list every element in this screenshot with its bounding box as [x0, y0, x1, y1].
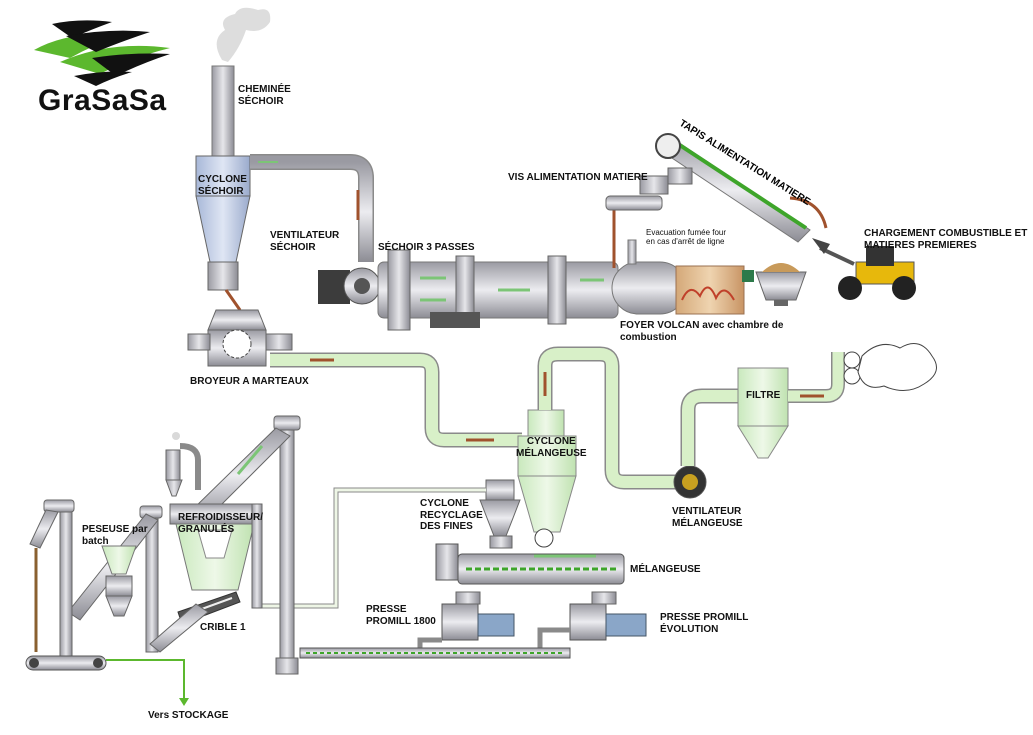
label-cyclone-melangeuse-line1: CYCLONE	[526, 436, 576, 447]
chimney-smoke	[216, 7, 271, 62]
material-feed-conveyor	[655, 133, 811, 243]
pellet-cooler	[165, 432, 263, 609]
logo-text: GraSaSa	[38, 84, 167, 117]
label-presse-1800-line1: PRESSE	[366, 604, 407, 615]
press-promill-evolution	[569, 591, 647, 641]
label-chargement: CHARGEMENT COMBUSTIBLE ET MATIERES PREMI…	[864, 228, 1027, 251]
press-promill-1800	[441, 591, 515, 641]
dryer-cyclone-cone	[195, 195, 251, 263]
label-peseuse-line2: batch	[82, 535, 109, 547]
to-storage-arrow	[106, 659, 185, 700]
label-ventilateur-melangeuse-line1: VENTILATEUR	[672, 506, 742, 517]
label-cyclone-sechoir-line2: SÉCHOIR	[198, 185, 244, 197]
mixer-fan	[673, 465, 707, 499]
grasasa-logo	[34, 20, 170, 86]
label-cyclone-recyclage-line2: RECYCLAGE	[420, 509, 483, 521]
material-feed-screw	[605, 175, 669, 211]
label-cyclone-sechoir: CYCLONE SÉCHOIR	[198, 174, 247, 197]
label-cheminee: CHEMINÉE SÉCHOIR	[238, 84, 291, 107]
label-presse-1800: PRESSE PROMILL 1800	[366, 604, 436, 627]
label-vis-alimentation: VIS ALIMENTATION MATIERE	[508, 172, 648, 183]
dryer-cyclone-outlet	[207, 261, 239, 291]
filter-exhaust-pipe	[788, 352, 845, 403]
exhaust-cloud	[843, 343, 937, 391]
label-presse-1800-line2: PROMILL 1800	[366, 615, 436, 627]
label-evacuation: Evacuation fumée four en cas d'arrêt de …	[646, 228, 726, 246]
mixer-cyclone	[517, 409, 577, 533]
label-crible: CRIBLE 1	[200, 622, 246, 633]
batch-weigher	[101, 545, 137, 617]
label-ventilateur-sechoir: VENTILATEUR SÉCHOIR	[270, 230, 339, 253]
wheel-loader	[812, 238, 916, 300]
label-refroidisseur: REFROIDISSEUR/ GRANULÉS	[178, 512, 263, 535]
label-cheminee-line1: CHEMINÉE	[238, 84, 291, 95]
label-cyclone-recyclage-line1: CYCLONE	[420, 498, 469, 509]
fines-recycling-cyclone	[479, 479, 521, 549]
label-cyclone-melangeuse: CYCLONE MÉLANGEUSE	[516, 436, 587, 459]
label-peseuse-line1: PESEUSE par	[82, 524, 148, 535]
filter	[737, 367, 789, 459]
label-peseuse: PESEUSE par batch	[82, 524, 148, 547]
material-hopper	[755, 263, 807, 306]
label-broyeur: BROYEUR A MARTEAUX	[190, 376, 309, 387]
label-ventilateur-sechoir-line1: VENTILATEUR	[270, 230, 340, 241]
dryer-chimney	[211, 65, 235, 157]
label-filtre: FILTRE	[746, 390, 781, 401]
label-stockage: Vers STOCKAGE	[148, 710, 229, 721]
cooler-elevator	[189, 415, 301, 675]
label-melangeuse: MÉLANGEUSE	[630, 564, 701, 575]
label-cyclone-recyclage: CYCLONE RECYCLAGE DES FINES	[420, 498, 483, 533]
label-ventilateur-sechoir-line2: SÉCHOIR	[270, 241, 316, 253]
dryer-cyclone-body	[195, 155, 251, 197]
label-ventilateur-melangeuse: VENTILATEUR MÉLANGEUSE	[672, 506, 743, 529]
label-chargement-line1: CHARGEMENT COMBUSTIBLE ET	[864, 228, 1028, 239]
loader-drop-arrow	[789, 196, 828, 229]
label-foyer-line2: combustion	[620, 331, 677, 343]
label-foyer: FOYER VOLCAN avec chambre de combustion	[620, 320, 783, 343]
label-cheminee-line2: SÉCHOIR	[238, 95, 284, 107]
fan-to-filter-pipe	[680, 388, 740, 466]
three-pass-dryer	[377, 249, 619, 331]
label-evacuation-line2: en cas d'arrêt de ligne	[646, 237, 725, 247]
label-presse-evolution-line2: ÉVOLUTION	[660, 623, 719, 635]
label-evacuation-line1: Evacuation fumée four	[646, 228, 727, 237]
hammer-mill	[187, 289, 293, 367]
label-foyer-line1: FOYER VOLCAN avec chambre de	[620, 320, 784, 331]
label-cyclone-sechoir-line1: CYCLONE	[198, 174, 247, 185]
label-ventilateur-melangeuse-line2: MÉLANGEUSE	[672, 517, 743, 529]
storage-elevator	[29, 499, 75, 659]
dryer-fan	[318, 267, 381, 305]
volcan-furnace	[611, 239, 754, 315]
mill-to-mixer-pipe	[270, 352, 522, 448]
label-sechoir: SÉCHOIR 3 PASSES	[378, 242, 475, 253]
label-cyclone-recyclage-line3: DES FINES	[420, 521, 473, 532]
mixer	[435, 528, 625, 585]
label-presse-evolution: PRESSE PROMILL ÉVOLUTION	[660, 612, 748, 635]
label-chargement-line2: MATIERES PREMIERES	[864, 239, 977, 251]
label-refroidisseur-line1: REFROIDISSEUR/	[178, 512, 264, 523]
label-cyclone-melangeuse-line2: MÉLANGEUSE	[516, 447, 587, 459]
storage-conveyor	[25, 655, 107, 671]
label-refroidisseur-line2: GRANULÉS	[178, 523, 235, 535]
label-presse-evolution-line1: PRESSE PROMILL	[660, 612, 749, 623]
